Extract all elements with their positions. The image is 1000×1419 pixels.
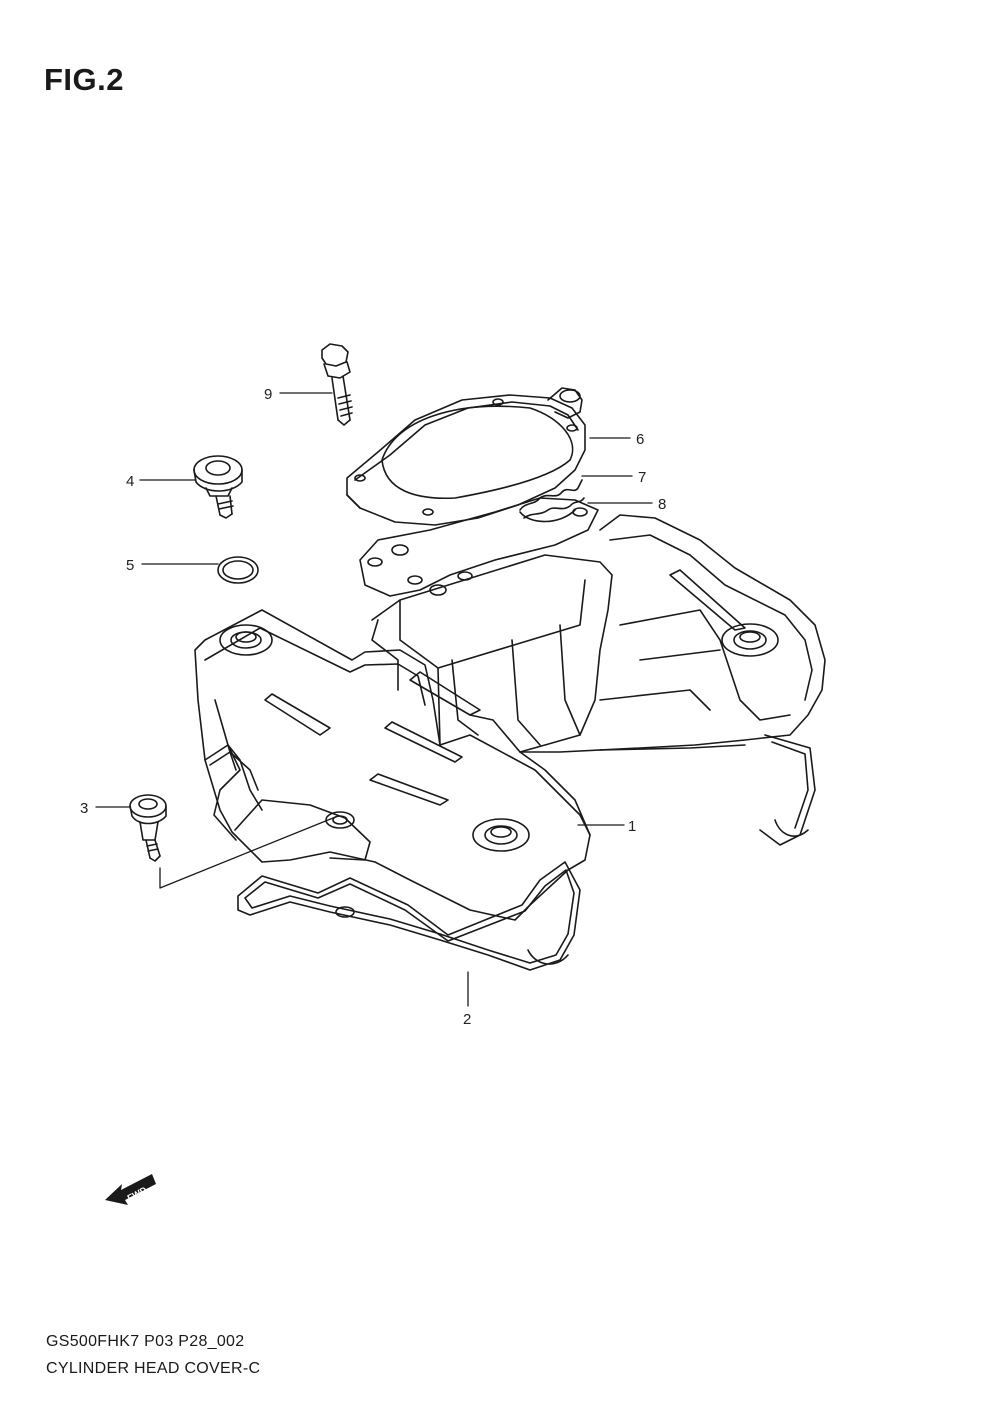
- leader-lines: [95, 392, 653, 1007]
- head-cover-gasket: [204, 734, 816, 971]
- long-bolt: [321, 343, 353, 426]
- callout-7: 7: [638, 469, 646, 486]
- callout-8: 8: [658, 496, 666, 513]
- breather-element: [519, 479, 585, 519]
- o-ring: [217, 556, 259, 584]
- cylinder-head-cover: [194, 514, 826, 921]
- callout-6: 6: [636, 431, 644, 448]
- cap-gasket: [359, 497, 599, 597]
- callout-numbers: 9 4 5 3 6 7 8 1 2: [80, 386, 666, 1028]
- callout-4: 4: [126, 473, 134, 490]
- callout-5: 5: [126, 557, 134, 574]
- diagram-name: CYLINDER HEAD COVER-C: [46, 1360, 261, 1377]
- cover-bolt: [129, 794, 167, 862]
- callout-3: 3: [80, 800, 88, 817]
- callout-1: 1: [628, 818, 636, 835]
- bolt-with-washer: [193, 455, 243, 519]
- figure-title: FIG.2: [44, 62, 125, 97]
- fwd-arrow-icon: FWD: [105, 1174, 156, 1205]
- callout-2: 2: [463, 1011, 471, 1028]
- breather-cover: [346, 387, 586, 526]
- model-code: GS500FHK7 P03 P28_002: [46, 1333, 245, 1350]
- callout-9: 9: [264, 386, 272, 403]
